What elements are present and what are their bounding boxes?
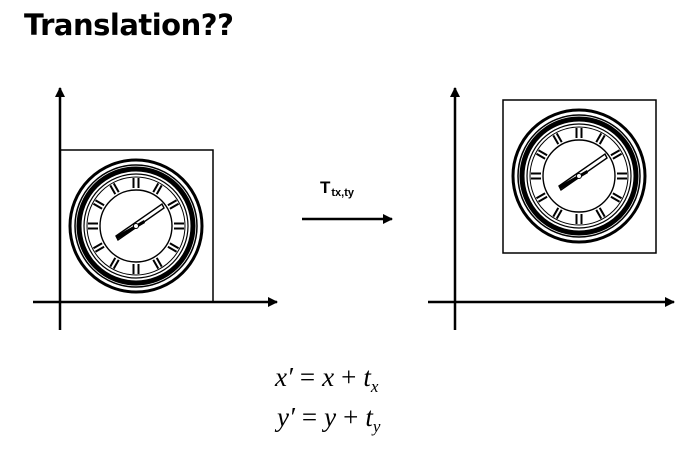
clock-icon (513, 110, 645, 242)
right-panel (428, 87, 675, 330)
equation-y: y′=y+ty (277, 402, 381, 436)
transform-subscript: tx,ty (331, 187, 355, 199)
right-frame (502, 99, 657, 254)
equation-x: x′=x+tx (275, 362, 379, 396)
transform-symbol: T (320, 178, 331, 197)
clock-icon (70, 160, 202, 292)
slide-title: Translation?? (24, 8, 234, 42)
transform-label: Ttx,ty (320, 178, 354, 199)
left-panel (33, 87, 278, 330)
